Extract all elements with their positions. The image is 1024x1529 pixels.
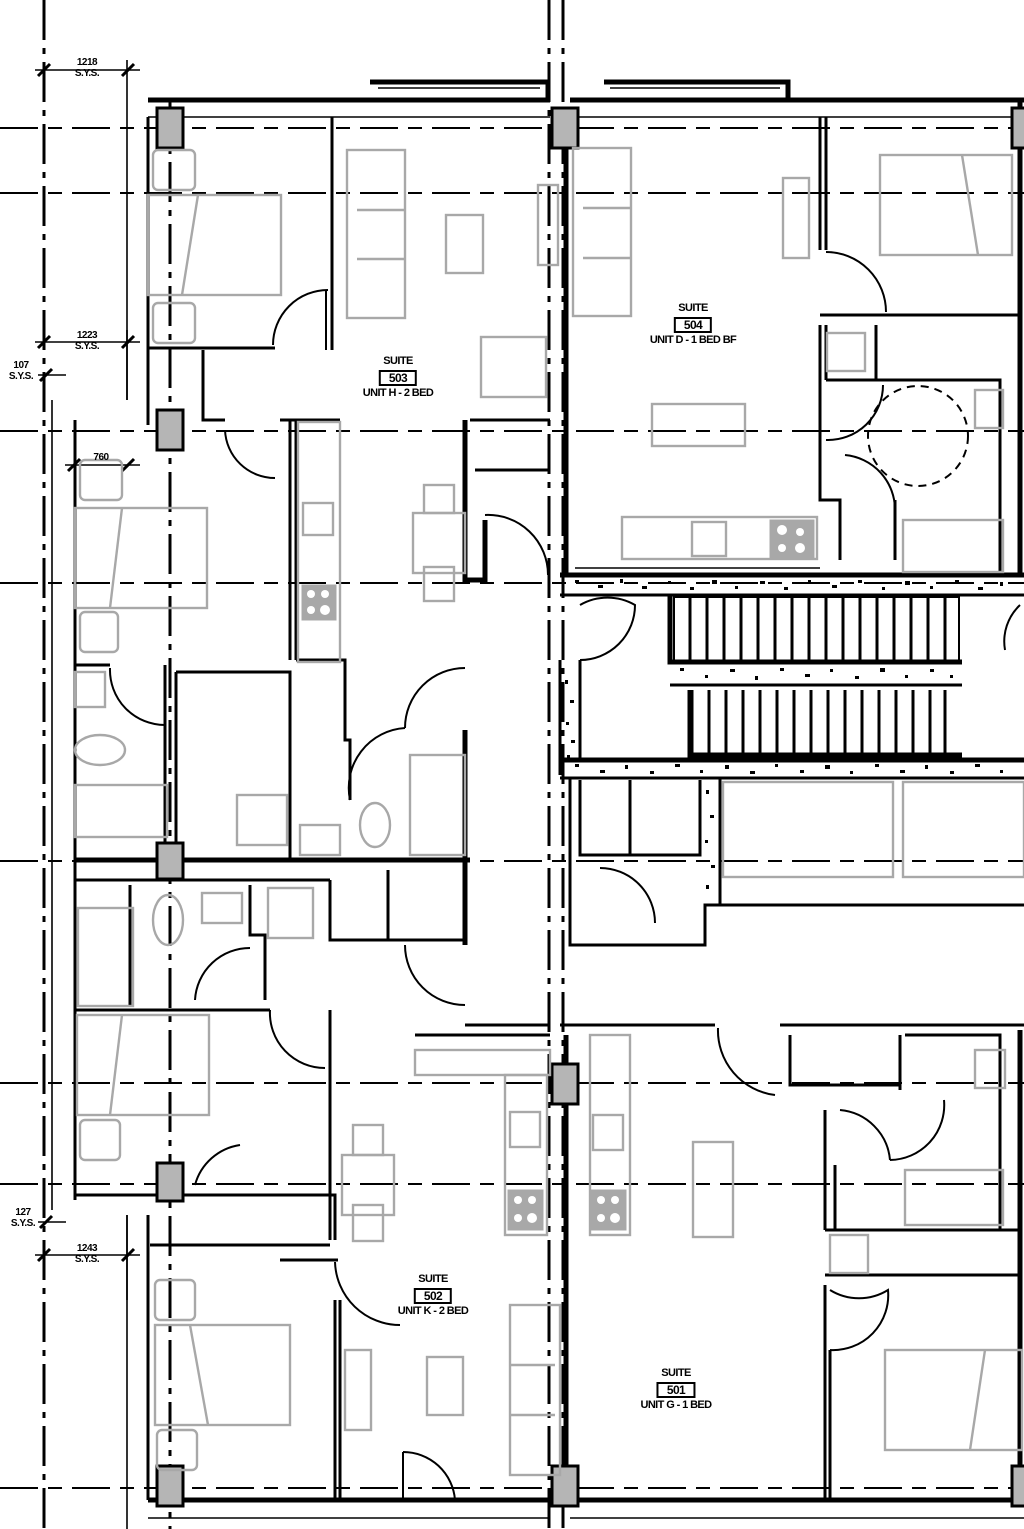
bed <box>73 506 209 610</box>
bed <box>153 1323 292 1427</box>
wheelchair-turning-circle <box>867 385 969 487</box>
toilet <box>151 893 185 947</box>
suite-heading: SUITE <box>418 1273 448 1285</box>
concrete-hatch <box>565 579 1003 889</box>
dining-table <box>411 511 467 575</box>
suite-heading: SUITE <box>678 302 708 314</box>
suite-number: 503 <box>378 370 418 386</box>
dining-chair <box>351 1203 385 1243</box>
tv-unit <box>781 176 811 260</box>
nightstand <box>151 148 197 192</box>
cooktop <box>590 1189 627 1231</box>
kitchen-sink <box>591 1113 625 1152</box>
tv-unit <box>536 183 560 267</box>
shower <box>408 753 467 857</box>
kitchen-island <box>691 1140 735 1239</box>
nightstand <box>153 1278 197 1322</box>
bed <box>883 1348 1024 1452</box>
bathtub <box>76 906 135 1008</box>
dimension-760: 760 <box>93 452 109 463</box>
kitchen-sink <box>508 1110 542 1149</box>
armchair <box>479 335 548 399</box>
dimension-1223: 1223 S.Y.S. <box>74 330 100 352</box>
dining-chair <box>422 483 456 515</box>
doors <box>108 251 1021 1501</box>
cooktop <box>769 519 815 559</box>
accessible-room-fixture <box>721 780 895 879</box>
kitchen-counter <box>620 515 819 561</box>
dining-chair <box>422 565 456 603</box>
dimension-127: 127 S.Y.S. <box>10 1207 36 1229</box>
sofa <box>345 148 407 320</box>
kitchen-counter <box>503 1073 549 1237</box>
tv-unit <box>343 1348 373 1432</box>
accessible-room-fixture <box>901 780 1024 879</box>
suite-label-501: SUITE 501 UNIT G - 1 BED <box>640 1367 712 1412</box>
kitchen-counter <box>588 1033 632 1237</box>
coffee-table <box>444 213 485 275</box>
bathroom-sink <box>973 1048 1007 1090</box>
sofa <box>508 1303 562 1477</box>
suite-heading: SUITE <box>661 1367 691 1379</box>
bed <box>75 1013 211 1117</box>
sofa <box>571 146 633 318</box>
kitchen-sink <box>301 501 335 537</box>
unit-type: UNIT K - 2 BED <box>397 1305 469 1317</box>
bathroom-sink <box>298 823 342 857</box>
suite-number: 502 <box>413 1288 453 1304</box>
dimension-1243: 1243 S.Y.S. <box>74 1243 100 1265</box>
suite-heading: SUITE <box>383 355 413 367</box>
washer-dryer <box>825 331 867 373</box>
walls <box>51 79 1024 1529</box>
suite-number: 504 <box>673 317 713 333</box>
nightstand <box>78 610 120 654</box>
cooktop <box>301 584 337 621</box>
dining-chair <box>351 1123 385 1157</box>
dimension-1218: 1218 S.Y.S. <box>74 57 100 79</box>
bathtub <box>903 1168 1005 1227</box>
cooktop <box>507 1189 544 1231</box>
washer-dryer <box>828 1233 870 1275</box>
dining-table <box>650 402 747 448</box>
kitchen-counter <box>413 1048 552 1077</box>
bathroom-sink <box>973 388 1005 430</box>
suite-number: 501 <box>656 1382 696 1398</box>
kitchen-counter <box>296 420 342 664</box>
dimension-107: 107 S.Y.S. <box>8 360 34 382</box>
nightstand <box>78 458 124 502</box>
kitchen-sink <box>690 520 728 558</box>
bathroom-sink <box>73 670 107 709</box>
toilet <box>358 801 392 849</box>
coffee-table <box>425 1355 465 1417</box>
nightstand <box>151 301 197 345</box>
nightstand <box>155 1428 199 1472</box>
bed <box>146 193 283 297</box>
washer-dryer <box>266 886 315 940</box>
suite-label-502: SUITE 502 UNIT K - 2 BED <box>397 1273 469 1318</box>
accessible-shower <box>901 518 1005 574</box>
bathroom-sink <box>200 891 244 925</box>
unit-type: UNIT D - 1 BED BF <box>649 334 737 346</box>
unit-type: UNIT G - 1 BED <box>640 1399 712 1411</box>
suite-label-504: SUITE 504 UNIT D - 1 BED BF <box>649 302 737 347</box>
suite-label-503: SUITE 503 UNIT H - 2 BED <box>362 355 434 400</box>
toilet <box>73 733 127 767</box>
furniture <box>73 146 1024 1477</box>
washer-dryer <box>235 793 289 847</box>
bed <box>878 153 1014 257</box>
stair-treads <box>673 596 960 755</box>
bathtub <box>73 783 169 839</box>
unit-type: UNIT H - 2 BED <box>362 387 434 399</box>
structural-columns <box>155 106 1024 1508</box>
nightstand <box>78 1118 122 1162</box>
